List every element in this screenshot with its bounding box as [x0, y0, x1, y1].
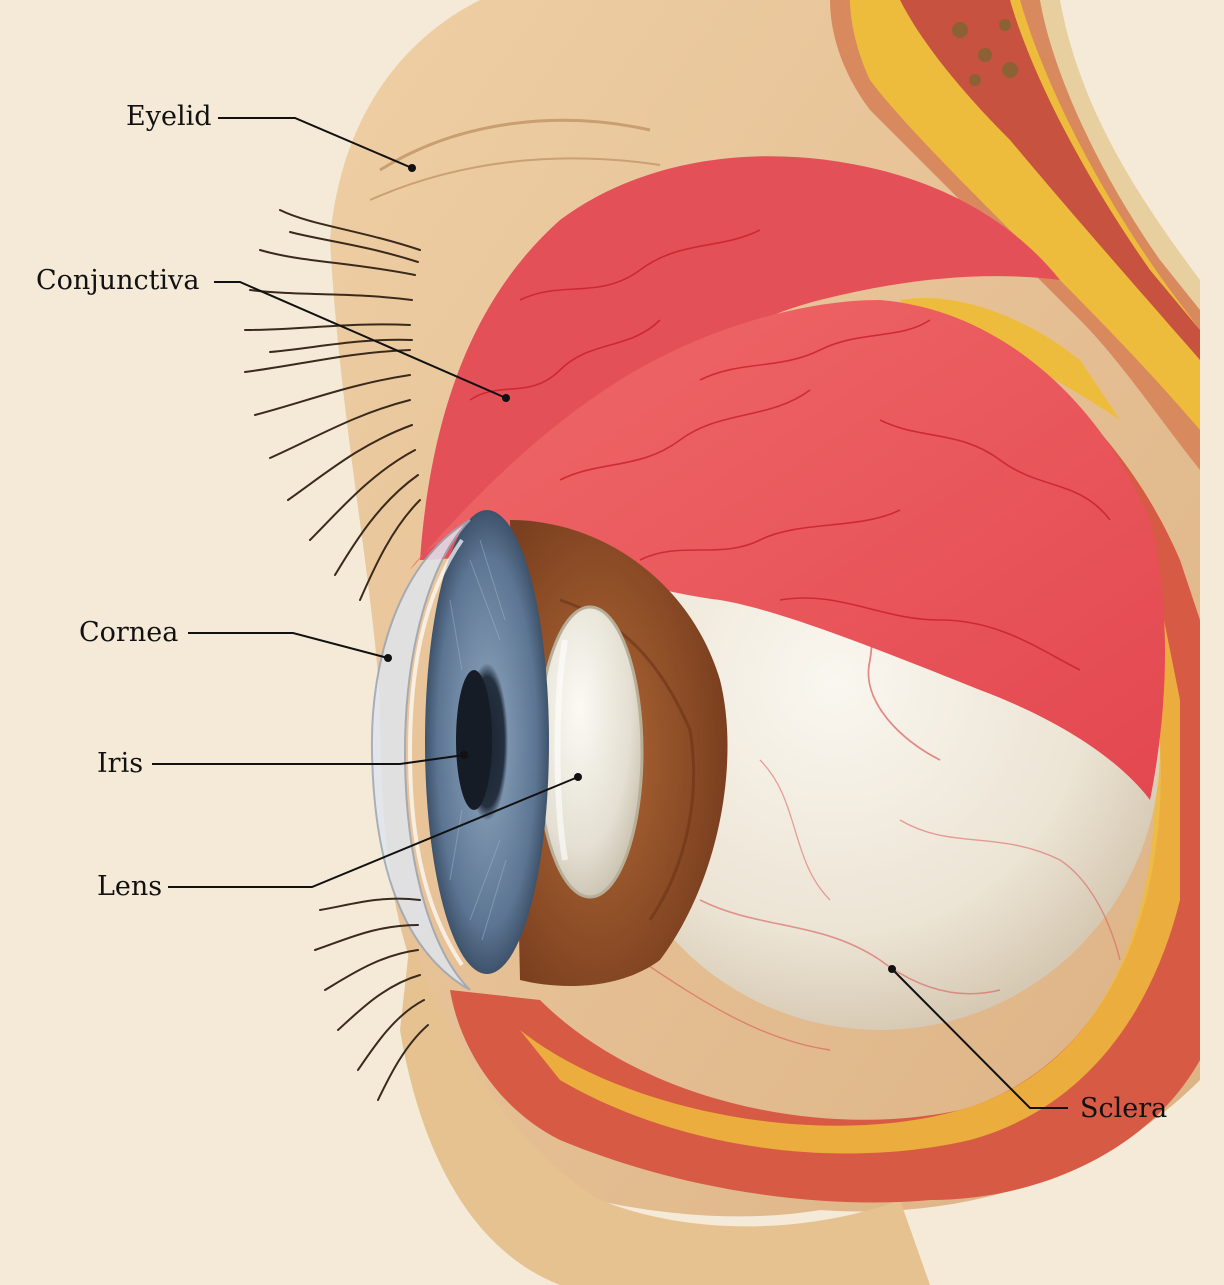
lens-highlight	[554, 639, 568, 861]
cornea-label: Cornea	[79, 617, 179, 648]
iris-leader	[152, 754, 465, 765]
leader-lines	[152, 117, 1068, 1109]
sclera-label: Sclera	[1080, 1093, 1168, 1124]
sclera-leader	[891, 968, 1068, 1109]
cornea-leader	[188, 632, 389, 659]
pupil	[456, 670, 492, 810]
lens-leader	[168, 776, 579, 888]
leader-dots	[384, 164, 896, 973]
cornea-dome	[370, 519, 471, 991]
conjunctiva-label: Conjunctiva	[36, 265, 200, 296]
iris-label: Iris	[97, 748, 144, 779]
eyelid-label: Eyelid	[126, 101, 212, 132]
conjunctiva-tissue	[410, 156, 1165, 800]
lens-body	[536, 605, 644, 899]
conjunctiva-leader	[214, 281, 507, 399]
lower-eyelashes	[314, 897, 429, 1101]
lens-label: Lens	[97, 871, 163, 902]
upper-eyelashes	[244, 209, 421, 601]
orbit-bone	[830, 0, 1200, 470]
eyelid-leader	[218, 117, 413, 169]
iris-disc	[425, 510, 549, 974]
